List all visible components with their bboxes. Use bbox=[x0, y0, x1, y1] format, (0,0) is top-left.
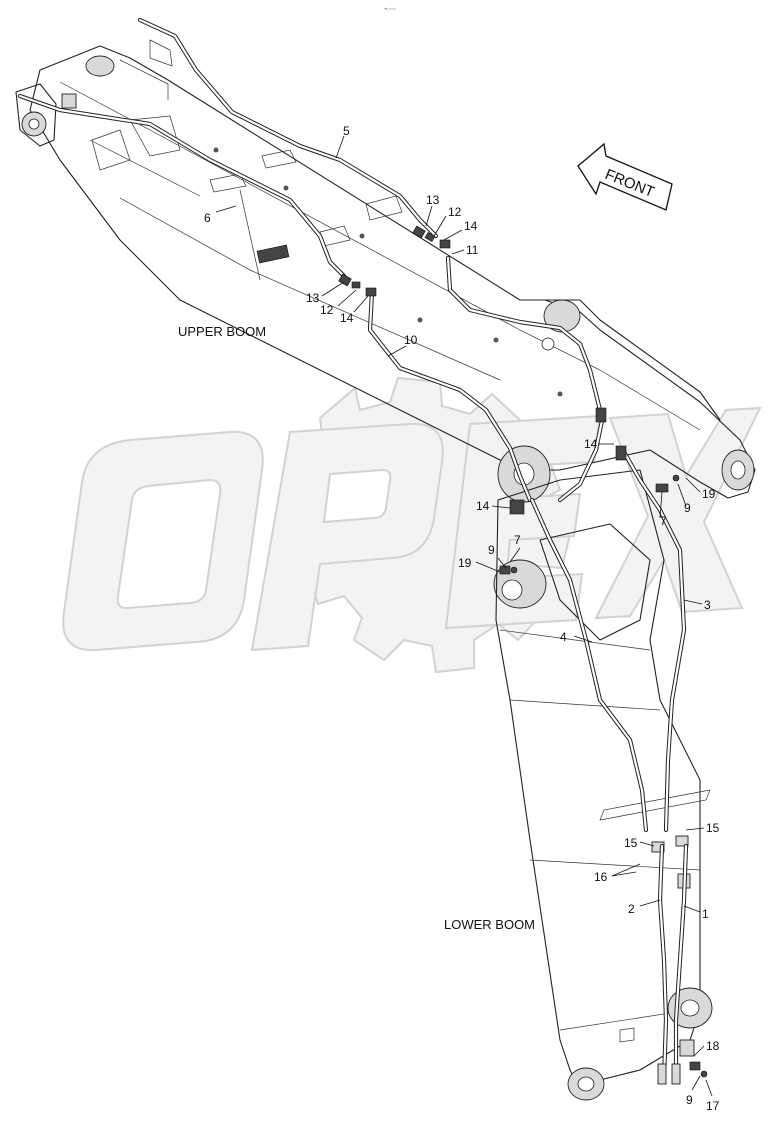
callout-14d: 14 bbox=[476, 499, 490, 513]
clamp-18 bbox=[679, 1039, 695, 1057]
callout-9c: 9 bbox=[686, 1093, 693, 1107]
hose-lines bbox=[17, 17, 689, 1083]
callout-12: 12 bbox=[448, 205, 462, 219]
callout-15b: 15 bbox=[624, 836, 638, 850]
callout-17: 17 bbox=[706, 1099, 720, 1113]
callout-19b: 19 bbox=[458, 556, 472, 570]
callout-19: 19 bbox=[702, 487, 716, 501]
callout-12b: 12 bbox=[320, 303, 334, 317]
front-arrow: FRONT bbox=[577, 142, 673, 211]
callout-1: 1 bbox=[702, 907, 709, 921]
callout-14: 14 bbox=[464, 219, 478, 233]
clamp-15-right bbox=[675, 835, 689, 847]
callout-11: 11 bbox=[466, 243, 479, 257]
callout-5: 5 bbox=[343, 124, 350, 138]
callout-14b: 14 bbox=[340, 311, 354, 325]
upper-boom-outline bbox=[29, 45, 756, 499]
callout-3: 3 bbox=[704, 598, 711, 612]
header-mark: *s === bbox=[384, 6, 396, 11]
callout-6: 6 bbox=[204, 211, 211, 225]
callout-7b: 7 bbox=[514, 533, 521, 547]
callout-9b: 9 bbox=[488, 543, 495, 557]
callout-10: 10 bbox=[404, 333, 418, 347]
callout-16: 16 bbox=[594, 870, 608, 884]
callout-4: 4 bbox=[560, 630, 567, 644]
lower-boom-label: LOWER BOOM bbox=[444, 917, 535, 932]
callout-15: 15 bbox=[706, 821, 720, 835]
callout-leaders bbox=[215, 135, 713, 1097]
watermark-letters bbox=[62, 406, 762, 652]
fittings bbox=[338, 225, 708, 1085]
callout-13b: 13 bbox=[306, 291, 320, 305]
callout-2: 2 bbox=[628, 902, 635, 916]
callout-numbers: 5 6 13 12 14 11 13 12 14 10 14 14 7 9 19… bbox=[204, 124, 720, 1113]
upper-boom-label: UPPER BOOM bbox=[178, 324, 266, 339]
callout-7: 7 bbox=[660, 514, 667, 528]
callout-14c: 14 bbox=[584, 437, 598, 451]
watermark bbox=[62, 376, 762, 674]
callout-18: 18 bbox=[706, 1039, 720, 1053]
boom-foot-pin-upper bbox=[85, 55, 115, 77]
callout-13: 13 bbox=[426, 193, 440, 207]
callout-9: 9 bbox=[684, 501, 691, 515]
